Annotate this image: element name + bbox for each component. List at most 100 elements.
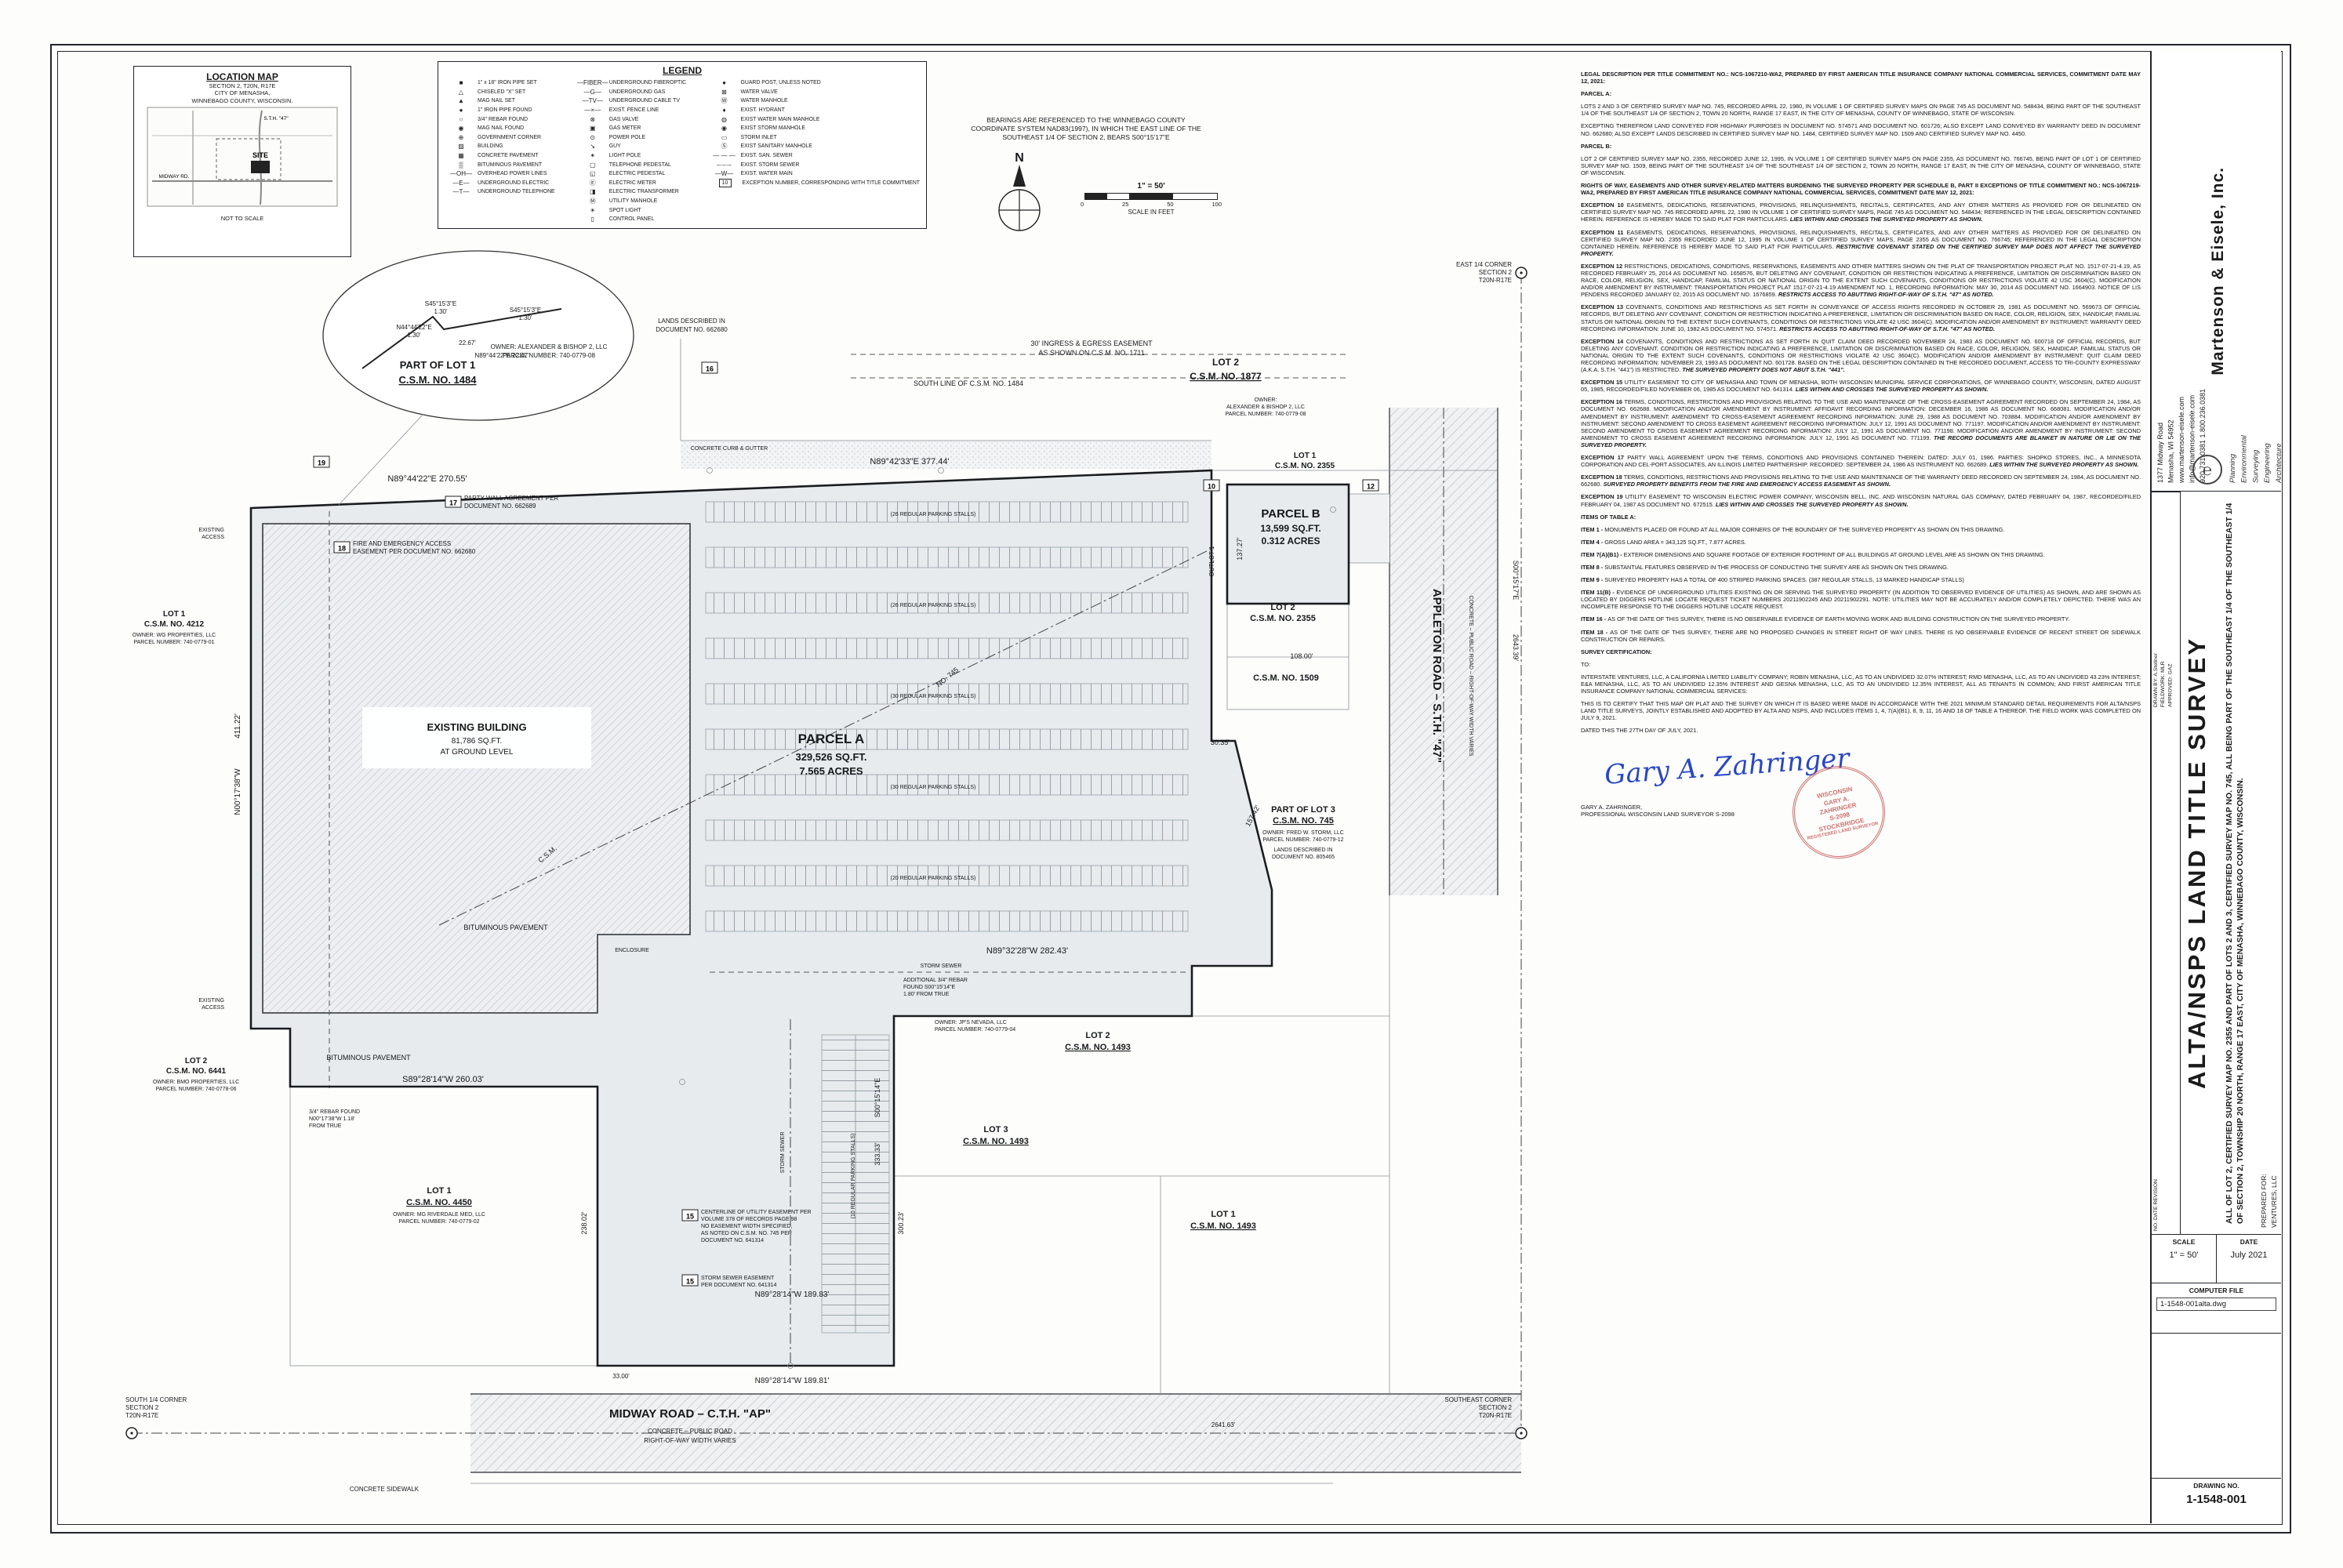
drawing-label: LANDS DESCRIBED IN — [658, 318, 725, 325]
notes-body: LEGAL DESCRIPTION PER TITLE COMMITMENT N… — [1581, 71, 2141, 735]
legend-item: ⊠WATER VALVE — [708, 88, 921, 97]
legend-item: —TV—UNDERGROUND CABLE TV — [576, 96, 700, 106]
legend-symbol-icon: Ⓔ — [589, 179, 596, 187]
location-map-title: LOCATION MAP — [206, 71, 278, 82]
legend-label: UTILITY MANHOLE — [608, 198, 658, 205]
drawing-label: ENCLOSURE — [615, 948, 649, 953]
company-name: Martenson & Eisele, Inc. — [2208, 166, 2227, 376]
legend-item: —T—UNDERGROUND TELEPHONE — [445, 187, 568, 197]
drawing-label: LOT 2 — [185, 1057, 208, 1065]
drawing-label: N00°17'38"W 1.18' — [309, 1116, 355, 1122]
scale-ratio: 1" = 50' — [1137, 182, 1165, 191]
legend-item: –·–·–EXIST. STORM SEWER — [708, 160, 921, 169]
drawing-label: C.S.M. NO. 1493 — [1065, 1043, 1131, 1052]
notes-paragraph: LOTS 2 AND 3 OF CERTIFIED SURVEY MAP NO.… — [1581, 103, 2141, 118]
drawing-label: SECTION 2 — [1479, 269, 1513, 276]
notes-paragraph: ITEM 9 - SURVEYED PROPERTY HAS A TOTAL O… — [1581, 576, 1964, 584]
notes-paragraph: LOT 2 OF CERTIFIED SURVEY MAP NO. 2355, … — [1581, 154, 2141, 176]
drawing-label: CONCRETE CURB & GUTTER — [691, 446, 768, 452]
drawing-label: N89°44'22"E 22.47' — [474, 352, 529, 359]
legend-label: EXIST. HYDRANT — [740, 107, 785, 114]
drawing-label: SOUTH LINE OF C.S.M. NO. 1484 — [914, 379, 1023, 387]
scale-bar: 1" = 50' 0 25 50 100 SCALE IN FEET — [1073, 182, 1230, 216]
notes-paragraph: EXCEPTION 11 EASEMENTS, DEDICATIONS, RES… — [1581, 228, 2141, 257]
legend-symbol-icon: ⊕ — [458, 133, 464, 141]
drawing-label: C.S.M. NO. 2355 — [1250, 614, 1316, 623]
not-to-scale-note: NOT TO SCALE — [220, 215, 264, 223]
legend-symbol-icon: ▣ — [589, 125, 596, 132]
sheet-subtitle: ALL OF LOT 2, CERTIFIED SURVEY MAP NO. 2… — [2225, 503, 2246, 1224]
title-block: 1377 Midway Road Menasha, WI 54952 www.m… — [2150, 51, 2283, 1523]
legend-item: ▣GAS METER — [576, 124, 700, 133]
scale-date-cell: SCALE 1" = 50' DATE July 2021 — [2152, 1235, 2281, 1283]
legend-label: CONCRETE PAVEMENT — [478, 153, 539, 159]
legend-symbol-icon: —×— — [584, 107, 601, 114]
service-architecture: Architecture — [2274, 443, 2283, 483]
drawing-label: PER DOCUMENT NO. 641314 — [701, 1283, 776, 1288]
site-marker — [251, 161, 270, 174]
legend-item: ◱ELECTRIC PEDESTAL — [576, 169, 700, 179]
drawing-label: FROM TRUE — [309, 1123, 342, 1129]
exception-box — [681, 1209, 699, 1221]
legend-item: ♦EXIST. HYDRANT — [708, 106, 921, 115]
drawing-label: PARCEL A — [798, 731, 865, 746]
sheet-border-inner — [57, 51, 2283, 1525]
company-website: www.martenson-eisele.com — [2178, 396, 2185, 483]
drawing-label: EXISTING — [198, 998, 224, 1004]
legend-column-2: —FIBER—UNDERGROUND FIBEROPTIC—G—UNDERGRO… — [576, 78, 700, 224]
location-map-graphic: SITE MIDWAY RD. S.T.H. "47" — [147, 107, 338, 207]
drawing-label: OUTLOT 1 — [1208, 546, 1215, 577]
notes-paragraph: EXCEPTION 15 UTILITY EASEMENT TO CITY OF… — [1581, 379, 2141, 394]
notes-paragraph: EXCEPTION 16 TERMS, CONDITIONS, RESTRICT… — [1581, 398, 2141, 448]
notes-paragraph: EXCEPTION 19 UTILITY EASEMENT TO WISCONS… — [1581, 493, 2141, 508]
drawing-label: DOCUMENT NO. 641314 — [701, 1238, 764, 1243]
legend-symbol-icon: ◉ — [458, 125, 464, 132]
legend-item: ◍EXIST WATER MAIN MANHOLE — [708, 114, 921, 124]
drawing-label: 13,599 SQ.FT. — [1260, 523, 1320, 534]
drawing-label: SECTION 2 — [1479, 1404, 1513, 1411]
legend-item: —×—EXIST. FENCE LINE — [576, 106, 700, 115]
drawing-label: 300.23' — [897, 1211, 905, 1235]
date-value: July 2021 — [2230, 1250, 2268, 1260]
drawing-label: DOCUMENT NO. 662689 — [464, 503, 536, 510]
drawing-label: 22.67' — [459, 339, 476, 347]
drawing-label: EASEMENT PER DOCUMENT NO. 662680 — [353, 548, 476, 555]
legend-label: UNDERGROUND ELECTRIC — [478, 180, 550, 186]
legend-label: OVERHEAD POWER LINES — [478, 171, 547, 177]
drawing-label: OWNER: MG RIVERDALE MED, LLC — [393, 1212, 485, 1218]
notes-paragraph: TO: — [1581, 660, 1591, 668]
drawing-label: 2641.63' — [1211, 1421, 1236, 1428]
legend-item: ▭STORM INLET — [708, 133, 921, 143]
legend-item: ●GUARD POST, UNLESS NOTED — [708, 78, 921, 88]
drawing-label: C.S.M. NO. 745 — [1273, 816, 1334, 826]
notes-paragraph: INTERSTATE VENTURES, LLC, A CALIFORNIA L… — [1581, 673, 2141, 695]
exception-number: 19 — [318, 459, 325, 467]
drawing-label: PART OF LOT 1 — [400, 359, 476, 371]
surveyor-name-line: GARY A. ZAHRINGER, PROFESSIONAL WISCONSI… — [1581, 804, 1735, 818]
legend-label: CHISELED "X" SET — [478, 89, 526, 95]
notes-heading: SURVEY CERTIFICATION: — [1581, 648, 1652, 655]
legend-symbol-icon: —FIBER— — [576, 79, 608, 87]
scale-caption: SCALE IN FEET — [1128, 209, 1175, 216]
notes-paragraph: EXCEPTION 13 COVENANTS, CONDITIONS AND R… — [1581, 303, 2141, 332]
section-corner-monuments — [125, 267, 1527, 1439]
drawing-label: PARCEL B — [1261, 507, 1320, 521]
legend-label: ELECTRIC METER — [608, 180, 656, 186]
notes-paragraph: PARCEL A: — [1581, 90, 1612, 98]
legend-symbol-icon: —E— — [452, 179, 470, 187]
exception-number: 18 — [338, 545, 346, 553]
notes-paragraph: EXCEPTION 14 COVENANTS, CONDITIONS AND R… — [1581, 337, 2141, 374]
north-arrow — [998, 165, 1041, 231]
drawing-label: OWNER: FRED W. STORM, LLC — [1262, 830, 1344, 836]
appleton-road — [1349, 408, 1498, 895]
scale-label: SCALE — [2172, 1238, 2196, 1246]
scale-tick-100: 100 — [1211, 201, 1222, 208]
drawing-label: OWNER: BMO PROPERTIES, LLC — [153, 1080, 239, 1085]
legend-label: EXIST STORM MANHOLE — [740, 125, 805, 132]
surveyor-title: PROFESSIONAL WISCONSIN LAND SURVEYOR S-2… — [1581, 810, 1735, 818]
drawing-label: N89°28'14"W 189.81' — [755, 1377, 830, 1385]
notes-paragraph: EXCEPTING THEREFROM LAND CONVEYED FOR HI… — [1581, 122, 2141, 137]
parcel-a-boundary — [249, 469, 1273, 1367]
parcel-b-area — [1227, 485, 1349, 604]
legend-label: GOVERNMENT CORNER — [478, 134, 542, 140]
